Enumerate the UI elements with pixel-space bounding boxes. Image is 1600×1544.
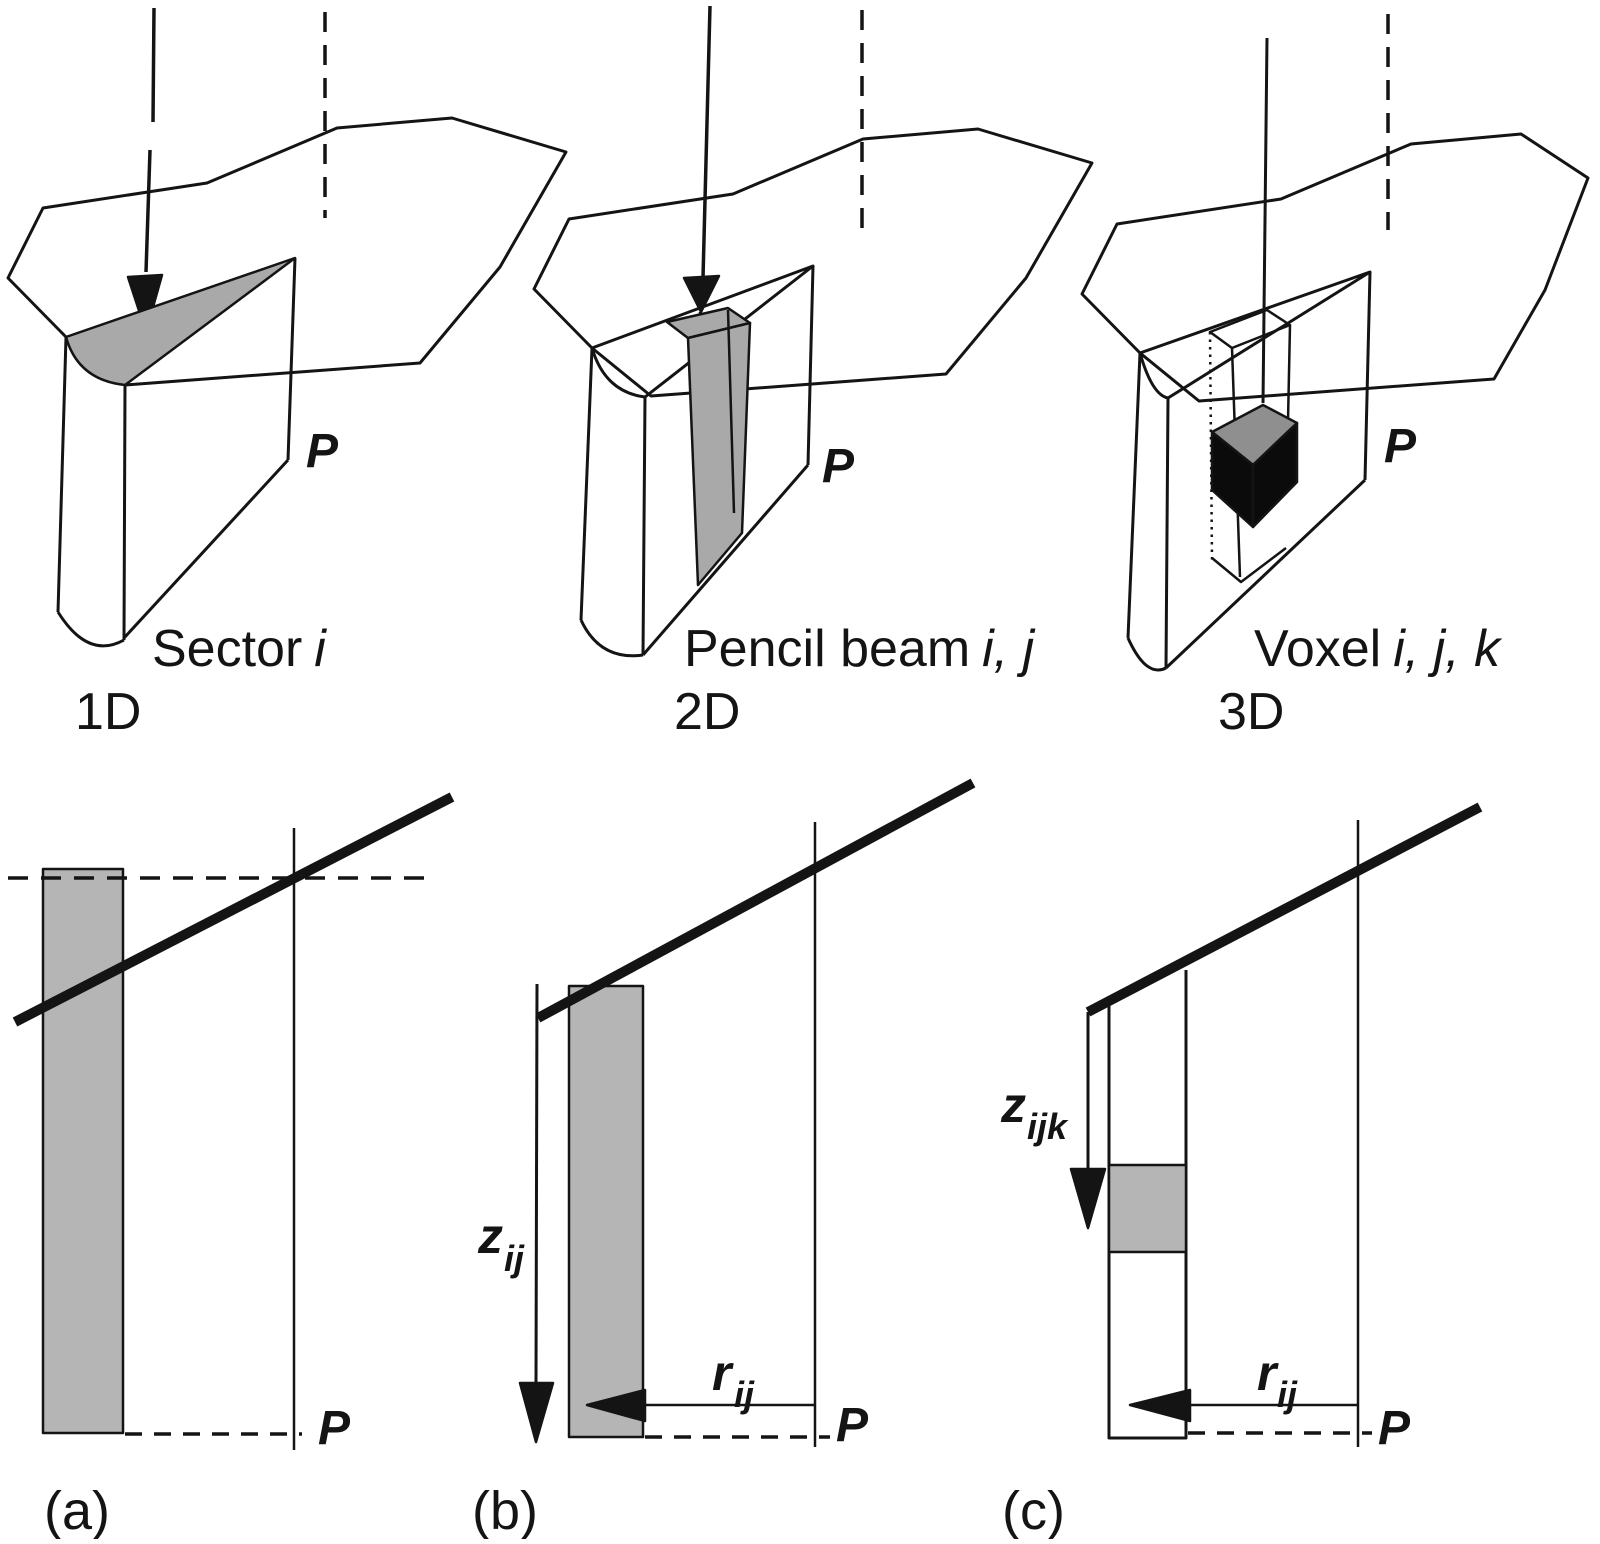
depth-arrow-line-b (534, 983, 539, 1385)
radius-var-label-b: r (712, 1345, 734, 1401)
point-p-label-a: P (318, 1402, 351, 1455)
dim-label-1d: 1D (75, 683, 141, 741)
point-p-label-c: P (1378, 1402, 1411, 1455)
wedge-front-edge-2d (641, 396, 647, 656)
wedge-left-edge-3d (1126, 352, 1142, 639)
point-p-edge-3d (1363, 271, 1372, 481)
column-right-edge-3d (1286, 324, 1292, 422)
voxel-right-face (1251, 421, 1299, 529)
wedge-bottom-slant-3d (1164, 478, 1367, 670)
panel-a-sector-profile: P (a) (8, 792, 455, 1541)
radius-var-label-c: r (1257, 1345, 1279, 1401)
wedge-top-face-3d (1138, 270, 1372, 400)
wedge-front-edge-1d (122, 384, 127, 641)
beam-axis-line-3d (1261, 37, 1269, 404)
wedge-front-edge-3d (1164, 397, 1170, 669)
sector-top-face (64, 256, 297, 387)
wedge-bottom-arc-1d (56, 611, 125, 648)
caption-b: (b) (472, 1481, 538, 1539)
pencil-beam-inner-edge (726, 309, 736, 514)
surface-line-a (12, 792, 455, 1027)
sector-bar-a (41, 867, 125, 1435)
caption-a: (a) (44, 1481, 110, 1539)
column-top-face-3d (1208, 308, 1292, 350)
panel-b-pencil-beam-profile: z ij r ij P (b) (472, 778, 976, 1541)
depth-arrowhead-icon-c (1069, 1167, 1107, 1230)
depth-var-label-c: z (1000, 1077, 1026, 1133)
depth-sub-label-c: ijk (1027, 1106, 1069, 1147)
wedge-bottom-slant-2d (641, 464, 810, 656)
point-p-label-3d: P (1384, 420, 1417, 473)
beam-arrowhead-icon-2d (682, 274, 721, 314)
point-p-label-1d: P (306, 425, 339, 478)
dim-label-2d: 2D (674, 683, 740, 741)
surface-line-c (1085, 802, 1483, 1017)
beam-axis-line-2d (701, 5, 712, 279)
radius-arrowhead-icon-c (1128, 1388, 1192, 1423)
radius-sub-label-b: ij (734, 1374, 755, 1415)
pencil-beam-front-face (686, 321, 752, 587)
radius-arrowhead-icon-b (585, 1388, 647, 1423)
dim-label-3d: 3D (1218, 683, 1284, 741)
wedge-left-edge-1d (56, 336, 68, 613)
organ-outline-3d (1080, 132, 1590, 403)
surface-line-b (535, 778, 976, 1023)
depth-arrowhead-icon-b (518, 1381, 555, 1444)
wedge-left-edge-2d (579, 347, 594, 621)
voxel-cell-c (1107, 1163, 1188, 1254)
point-p-edge-2d (806, 265, 815, 466)
wedge-bottom-arc-2d (579, 619, 644, 658)
radius-sub-label-c: ij (1277, 1374, 1298, 1415)
beam-axis-line2-1d (144, 149, 152, 273)
caption-c: (c) (1002, 1481, 1065, 1539)
beam-axis-line-1d (151, 7, 156, 123)
pencil-beam-bar-b (567, 984, 645, 1439)
wedge-bottom-arc-3d (1126, 637, 1167, 672)
panel-c-voxel-profile: z ijk r ij P (c) (1000, 802, 1483, 1541)
depth-sub-label-b: ij (504, 1238, 525, 1279)
point-p-edge-1d (286, 257, 297, 461)
point-p-label-b: P (836, 1399, 869, 1452)
organ-outline-2d (532, 127, 1094, 398)
wedge-bottom-slant-1d (122, 458, 290, 640)
point-p-label-2d: P (822, 440, 855, 493)
depth-var-label-b: z (477, 1208, 503, 1264)
beam-arrowhead-icon-1d (126, 273, 164, 334)
column-bottom-edges-3d (1211, 547, 1287, 584)
